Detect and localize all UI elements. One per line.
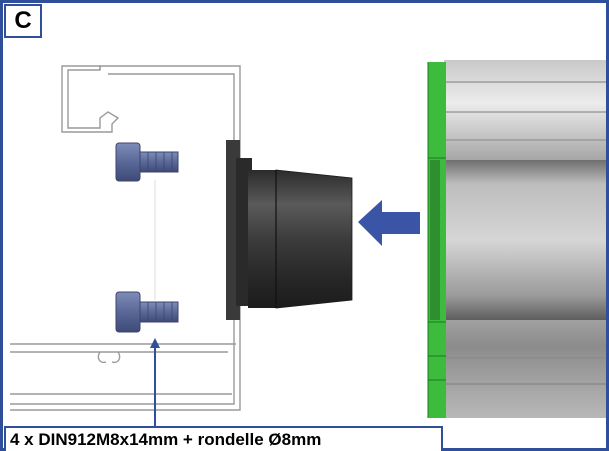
callout-caption: 4 x DIN912M8x14mm + rondelle Ø8mm <box>4 426 443 451</box>
panel-label: C <box>4 4 42 38</box>
hex-socket-bolt-icon <box>115 142 179 182</box>
left-arrow-icon <box>358 200 420 246</box>
rubber-end-cap <box>226 140 353 320</box>
callout-leader <box>150 338 160 428</box>
roller-assembly <box>427 60 609 418</box>
hex-socket-bolt-icon <box>115 291 179 333</box>
